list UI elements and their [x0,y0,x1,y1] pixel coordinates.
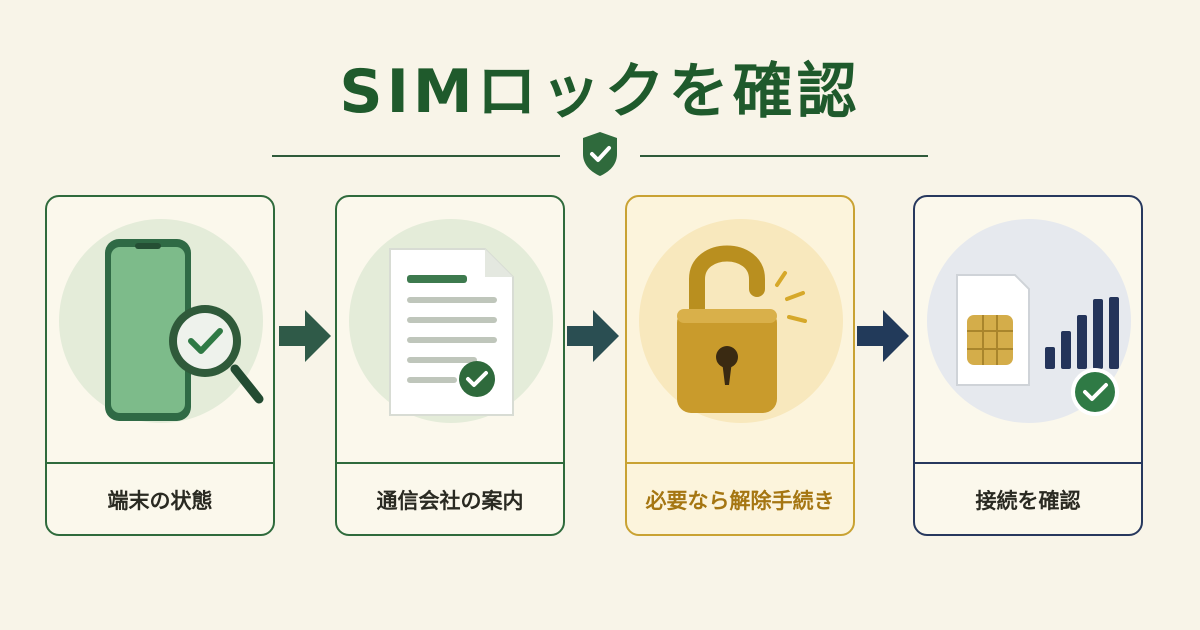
arrow-right-icon [279,310,331,362]
phone-magnifier-icon [105,239,264,421]
step-card-unlock-procedure: 必要なら解除手続き [625,195,855,536]
step-label: 必要なら解除手続き [645,489,835,513]
arrow-right-icon [567,310,619,362]
title-rule-right [640,155,928,157]
card-divider [915,462,1141,464]
step-card-connection-check: 接続を確認 [913,195,1143,536]
unlocked-padlock-icon [677,245,807,413]
step-card-carrier-guidance: 通信会社の案内 [335,195,565,536]
shield-check-icon [583,132,617,176]
card-divider [627,462,853,464]
step-label: 端末の状態 [107,489,213,513]
title-rule-left [272,155,560,157]
sim-signal-check-icon [956,274,1119,416]
step-card-device-status: 端末の状態 [45,195,275,536]
step-label: 通信会社の案内 [376,489,524,513]
card-divider [337,462,563,464]
card-divider [47,462,273,464]
step-label: 接続を確認 [975,489,1081,513]
page-title: SIMロックを確認 [339,57,861,127]
document-check-icon [389,248,514,416]
arrow-right-icon [857,310,909,362]
